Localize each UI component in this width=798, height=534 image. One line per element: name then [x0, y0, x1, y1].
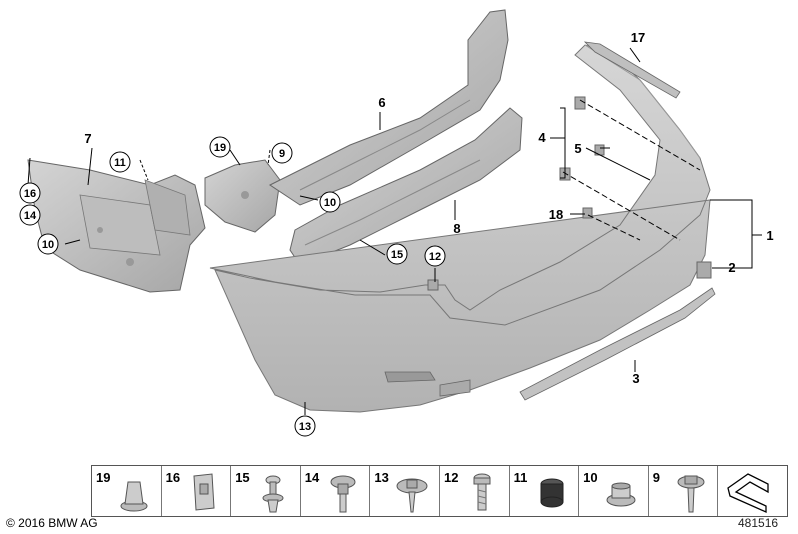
spring-nut-icon	[193, 473, 215, 511]
trim-strip-lower	[519, 287, 716, 401]
parts-cell[interactable]: 16	[162, 466, 232, 516]
callout-17: 17	[631, 30, 645, 45]
self-tapping-screw-icon	[396, 478, 428, 513]
callout-2: 2	[728, 260, 735, 275]
callout-15: 15	[391, 249, 403, 261]
callout-10a: 10	[42, 239, 54, 251]
callout-5: 5	[574, 141, 581, 156]
parts-cell-number: 10	[583, 470, 598, 485]
bracket-small	[204, 159, 281, 233]
callout-11: 11	[114, 157, 126, 169]
clip-nut-icon	[120, 481, 148, 512]
parts-cell[interactable]: 14	[301, 466, 371, 516]
callout-13: 13	[299, 421, 311, 433]
callout-16: 16	[24, 188, 36, 200]
callout-8: 8	[453, 221, 460, 236]
parts-cell[interactable]: 9	[649, 466, 719, 516]
circled-callouts: 11 16 14 10 19 9 10 15 12 13	[19, 136, 446, 437]
callout-4: 4	[538, 130, 546, 145]
callout-6: 6	[378, 95, 385, 110]
callout-14: 14	[24, 210, 37, 222]
callout-9: 9	[279, 148, 285, 160]
hex-bolt-icon	[677, 475, 705, 513]
screw-washer-icon	[330, 475, 356, 513]
callout-19: 19	[214, 142, 226, 154]
parts-cell-number: 11	[513, 470, 528, 485]
parts-cell-number: 19	[96, 470, 111, 485]
callout-7: 7	[84, 131, 91, 146]
parts-cell-number: 9	[652, 470, 660, 485]
parts-legend-bar: 19 16 15 14 13	[91, 465, 788, 517]
parts-cell-number: 13	[374, 470, 389, 485]
parts-cell[interactable]: 13	[370, 466, 440, 516]
parts-cell-number: 12	[443, 470, 459, 485]
copyright: © 2016 BMW AG	[6, 516, 98, 530]
parts-cell[interactable]: 15	[231, 466, 301, 516]
callout-1: 1	[766, 228, 773, 243]
upper-carrier	[269, 9, 509, 206]
parts-cell[interactable]: 12	[440, 466, 510, 516]
parts-cell-number: 15	[235, 470, 250, 485]
bracket-left	[27, 159, 206, 293]
collar-nut-icon	[606, 482, 636, 507]
bumper-trim	[209, 44, 711, 413]
number-callouts: 7 6 8 17 4 5 18 1 2 3	[84, 30, 773, 386]
callout-10b: 10	[324, 197, 336, 209]
trim-strip-upper	[583, 41, 681, 99]
parts-cell-number: 16	[165, 470, 181, 485]
parts-cell[interactable]: 19	[92, 466, 162, 516]
callout-3: 3	[632, 371, 639, 386]
callout-18: 18	[549, 207, 563, 222]
image-number: 481516	[738, 516, 779, 530]
rubber-buffer-icon	[540, 478, 564, 508]
parts-cell-number: 14	[304, 470, 320, 485]
parts-cell[interactable]: 11	[510, 466, 580, 516]
corner-bracket-icon	[727, 473, 769, 514]
leader-lines	[27, 47, 762, 415]
parts-cell-corner[interactable]	[718, 466, 787, 516]
torx-bolt-icon	[473, 473, 491, 511]
expanding-rivet-icon	[262, 475, 284, 513]
callout-12: 12	[429, 251, 441, 263]
parts-cell[interactable]: 10	[579, 466, 649, 516]
